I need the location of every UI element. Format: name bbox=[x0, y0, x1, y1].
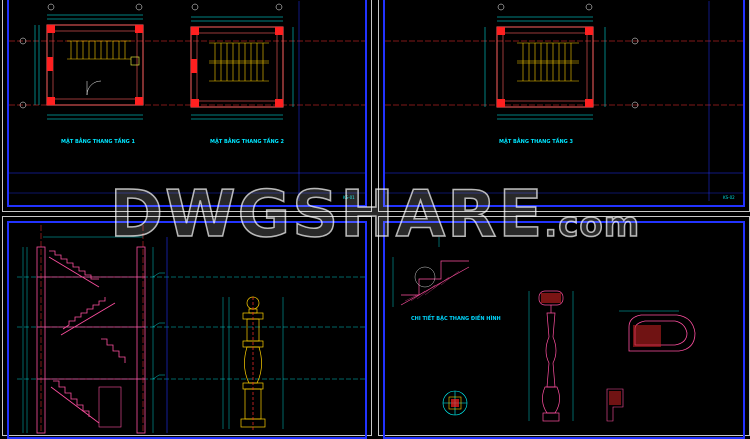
drawing-sheet-3 bbox=[2, 216, 372, 439]
handrail-baluster bbox=[538, 290, 564, 422]
plan-level-1 bbox=[19, 3, 144, 120]
plan-level-2 bbox=[190, 3, 294, 120]
drawing-sheet-1: MẶT BẰNG THANG TẦNG 1 MẶT BẰNG THANG TẦN… bbox=[2, 0, 372, 212]
baluster-elevation bbox=[240, 296, 266, 431]
sheet-frame bbox=[383, 0, 745, 207]
floor-plans-1-2 bbox=[9, 1, 365, 201]
step-detail bbox=[400, 260, 470, 306]
sheet-code: KS-02 bbox=[723, 195, 735, 200]
sheet-frame bbox=[7, 0, 367, 207]
plan-1-title: MẶT BẰNG THANG TẦNG 1 bbox=[61, 139, 135, 145]
handrail-section bbox=[628, 314, 696, 352]
plan-3-title: MẶT BẰNG THANG TẦNG 3 bbox=[499, 139, 573, 145]
drawing-sheet-4: CHI TIẾT BẬC THANG ĐIỂN HÌNH bbox=[378, 216, 750, 439]
stair-section-and-baluster bbox=[17, 225, 365, 434]
sheet-code: KS-01 bbox=[343, 195, 355, 200]
floor-plan-3 bbox=[385, 1, 743, 201]
drawing-sheet-2: MẶT BẰNG THANG TẦNG 3 KS-02 bbox=[378, 0, 750, 212]
step-detail-title: CHI TIẾT BẬC THANG ĐIỂN HÌNH bbox=[411, 316, 501, 322]
stair-details bbox=[392, 237, 696, 422]
plan-2-title: MẶT BẰNG THANG TẦNG 2 bbox=[210, 139, 284, 145]
